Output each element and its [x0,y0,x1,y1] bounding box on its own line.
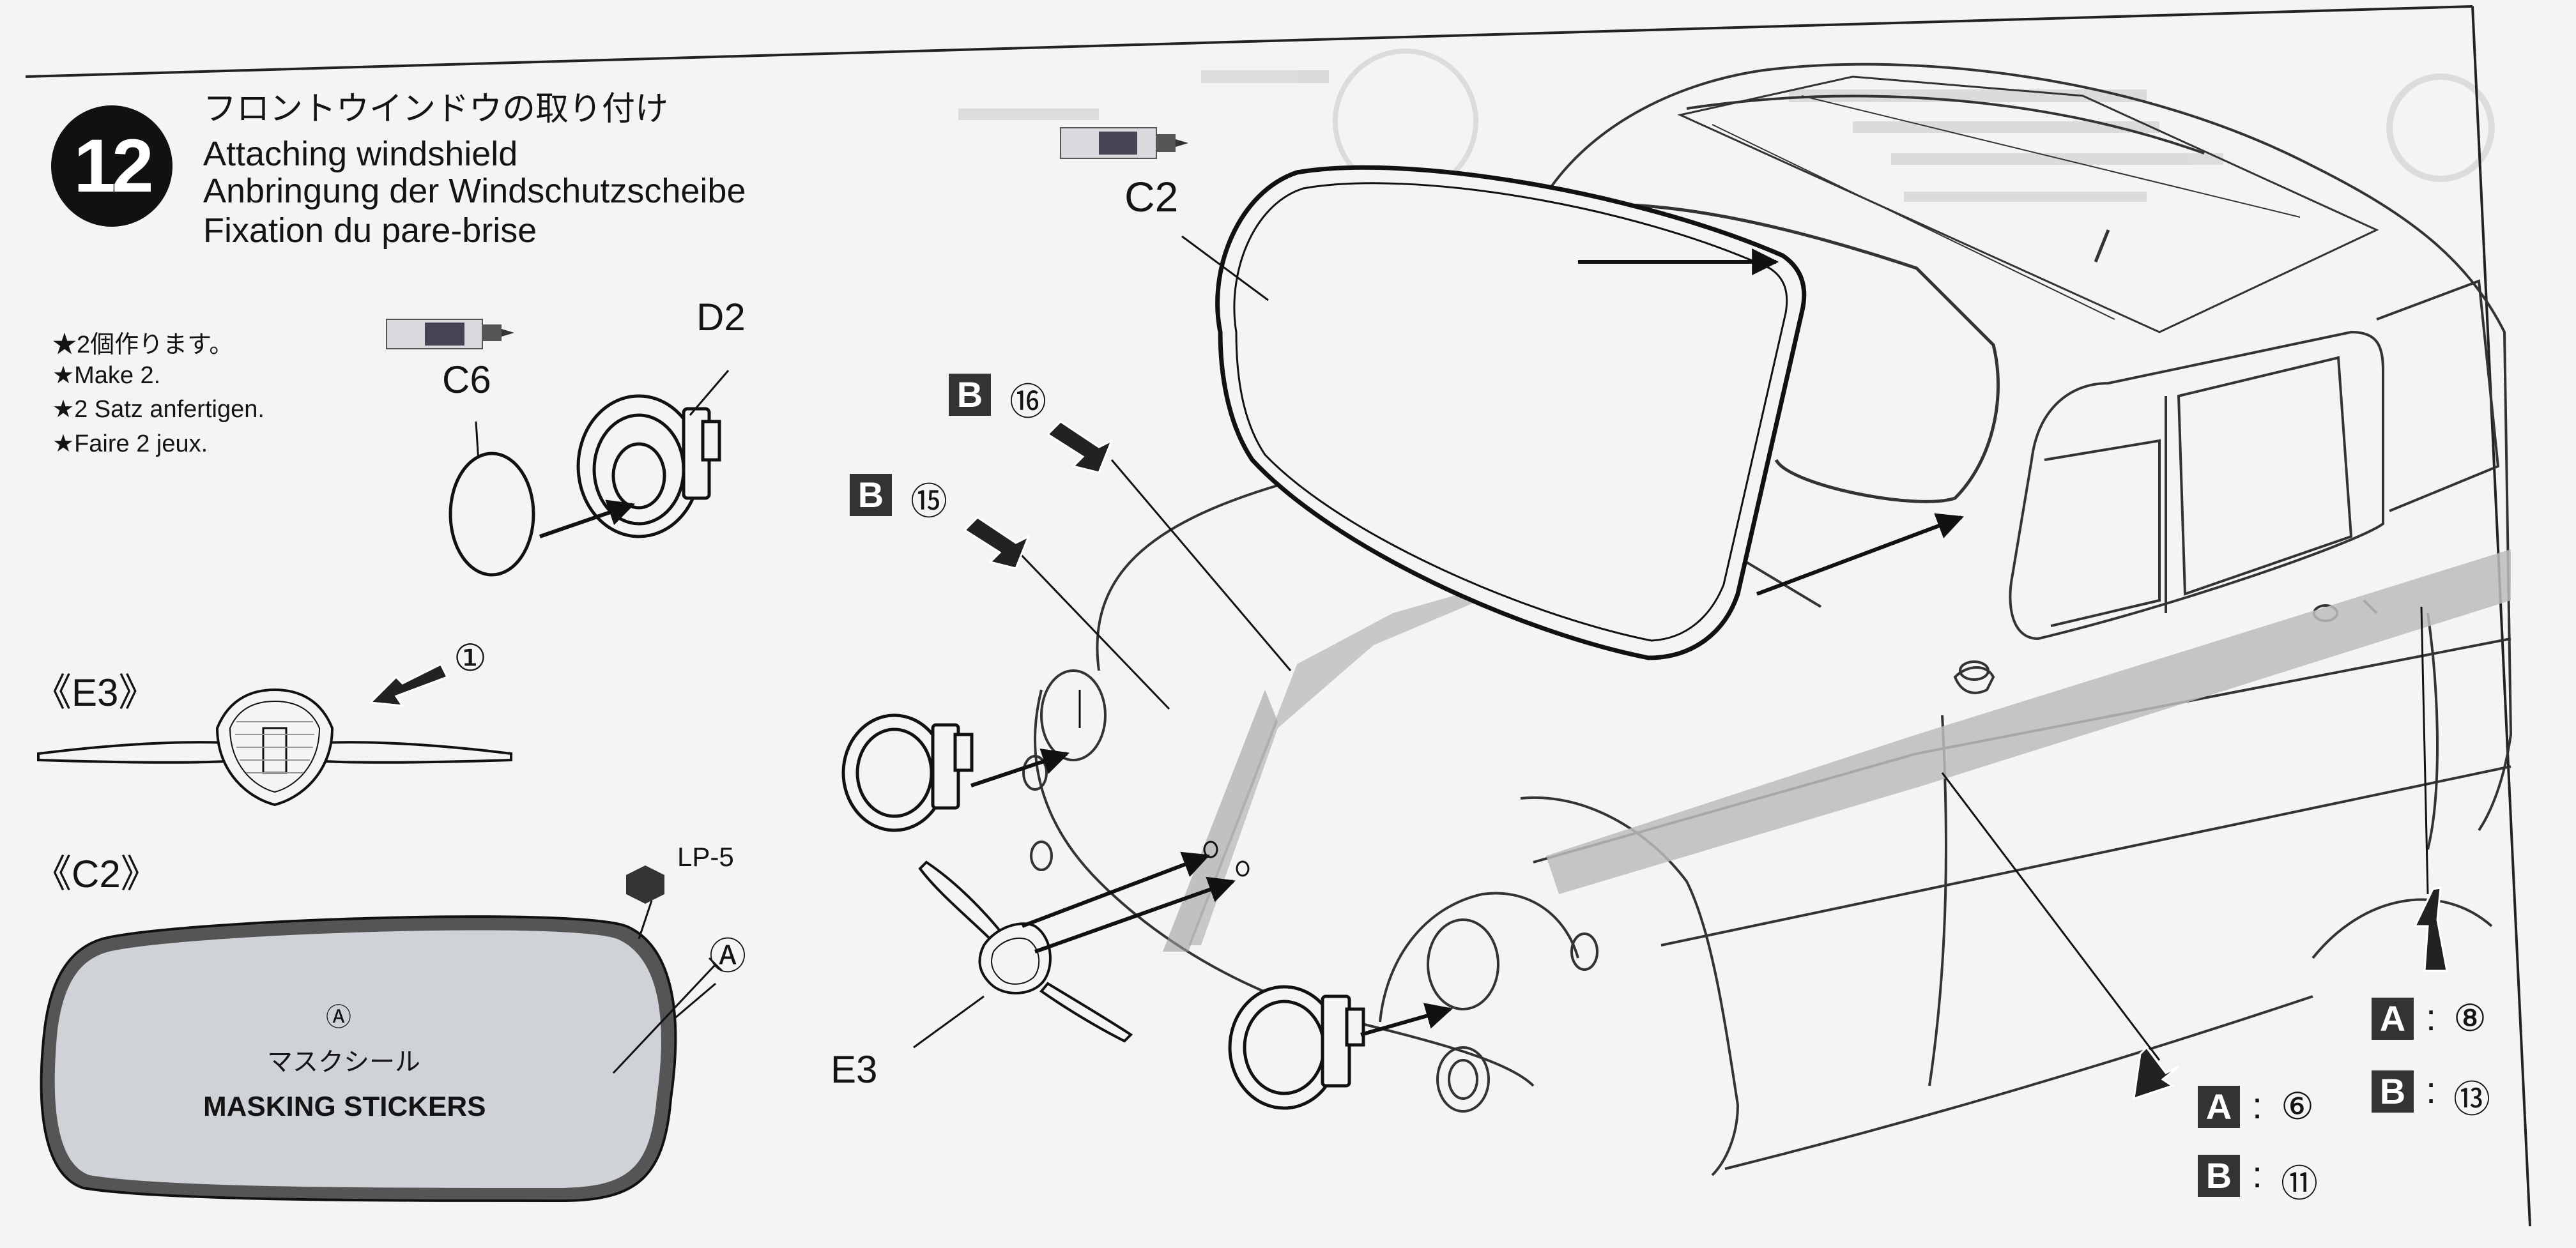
pin-hole-2 [1236,860,1250,877]
c2-masking-detail [40,915,677,1203]
make-note-fr: ★Faire 2 jeux. [52,430,208,457]
cement-tube-icon-left [386,319,514,349]
title-fr: Fixation du pare-brise [203,211,537,250]
headlight-left-arrow [970,749,1070,788]
paint-label-lp5: LP-5 [677,842,734,872]
windshield-c2 [1215,165,1807,660]
pin-hole-1 [1203,841,1218,858]
make-note-de: ★2 Satz anfertigen. [52,396,264,423]
lp5-leader [638,900,653,940]
mask-a-leader [612,963,717,1074]
headlight-housing-right [1228,985,1365,1110]
windshield-arrows [1578,248,1964,596]
part-label-e3-detail: 《E3》 [33,671,157,714]
headlight-right-arrow [1360,1003,1453,1037]
masking-label-en: MASKING STICKERS [203,1091,486,1122]
callout-b15-number: ⑮ [910,481,948,522]
part-label-d2: D2 [696,296,746,339]
title-de: Anbringung der Windschutzscheibe [203,172,746,210]
callout-b15-box: B [850,474,892,516]
marking-ref-b13-number: ⑬ [2453,1079,2491,1120]
lp5-paint-icon [626,865,664,904]
masking-label-jp: マスクシール [267,1048,420,1076]
e3-arrow-1 [1021,851,1210,928]
callout-arrows [368,420,2448,1100]
e3-badge-exploded [918,860,1133,1043]
bleed-through [958,49,2495,202]
make-note-en: ★Make 2. [52,362,161,389]
marking-ref-b11-sep: : [2252,1154,2263,1196]
title-en: Attaching windshield [203,135,518,173]
part-label-c6: C6 [442,358,491,401]
marking-ref-a6-box: A [2198,1086,2240,1128]
c6-arrow [539,499,635,538]
marking-ref-a8-number: ⑧ [2453,998,2487,1039]
cement-tube-icon-top [1060,127,1188,159]
e3-grille [235,721,314,773]
mask-a-marker: Ⓐ [326,1003,351,1031]
page-border-top [25,5,2473,78]
marking-ref-a6-number: ⑥ [2281,1086,2314,1127]
part-label-c2-detail: 《C2》 [33,853,159,895]
masking-callout-a: Ⓐ [709,936,747,977]
e3-callout-number: ① [454,637,487,679]
title-jp: フロントウインドウの取り付け [203,91,669,128]
part-label-c2-top: C2 [1124,173,1179,220]
callout-b16-box: B [949,374,991,416]
d2-leader [689,370,730,416]
c6-lens [448,452,535,577]
marking-ref-a8-box: A [2372,998,2414,1040]
racing-stripes [1163,549,2511,952]
car-body [1022,63,2513,1176]
headlight-housing-left [841,713,974,832]
marking-ref-b11-number: ⑪ [2281,1163,2319,1205]
marking-ref-b11-box: B [2198,1155,2240,1197]
marking-ref-a6-sep: : [2252,1085,2263,1127]
part-label-e3-exploded: E3 [831,1048,878,1091]
page-border-right [2471,6,2531,1227]
marking-ref-b13-box: B [2372,1070,2414,1113]
marking-ref-b13-sep: : [2426,1070,2437,1111]
make-note-jp: ★2個作ります。 [52,331,234,358]
e3-arrow-2 [1034,876,1236,954]
callout-b16-number: ⑯ [1009,381,1047,423]
step-number-badge: 12 [51,105,172,227]
marking-ref-a8-sep: : [2426,997,2437,1039]
